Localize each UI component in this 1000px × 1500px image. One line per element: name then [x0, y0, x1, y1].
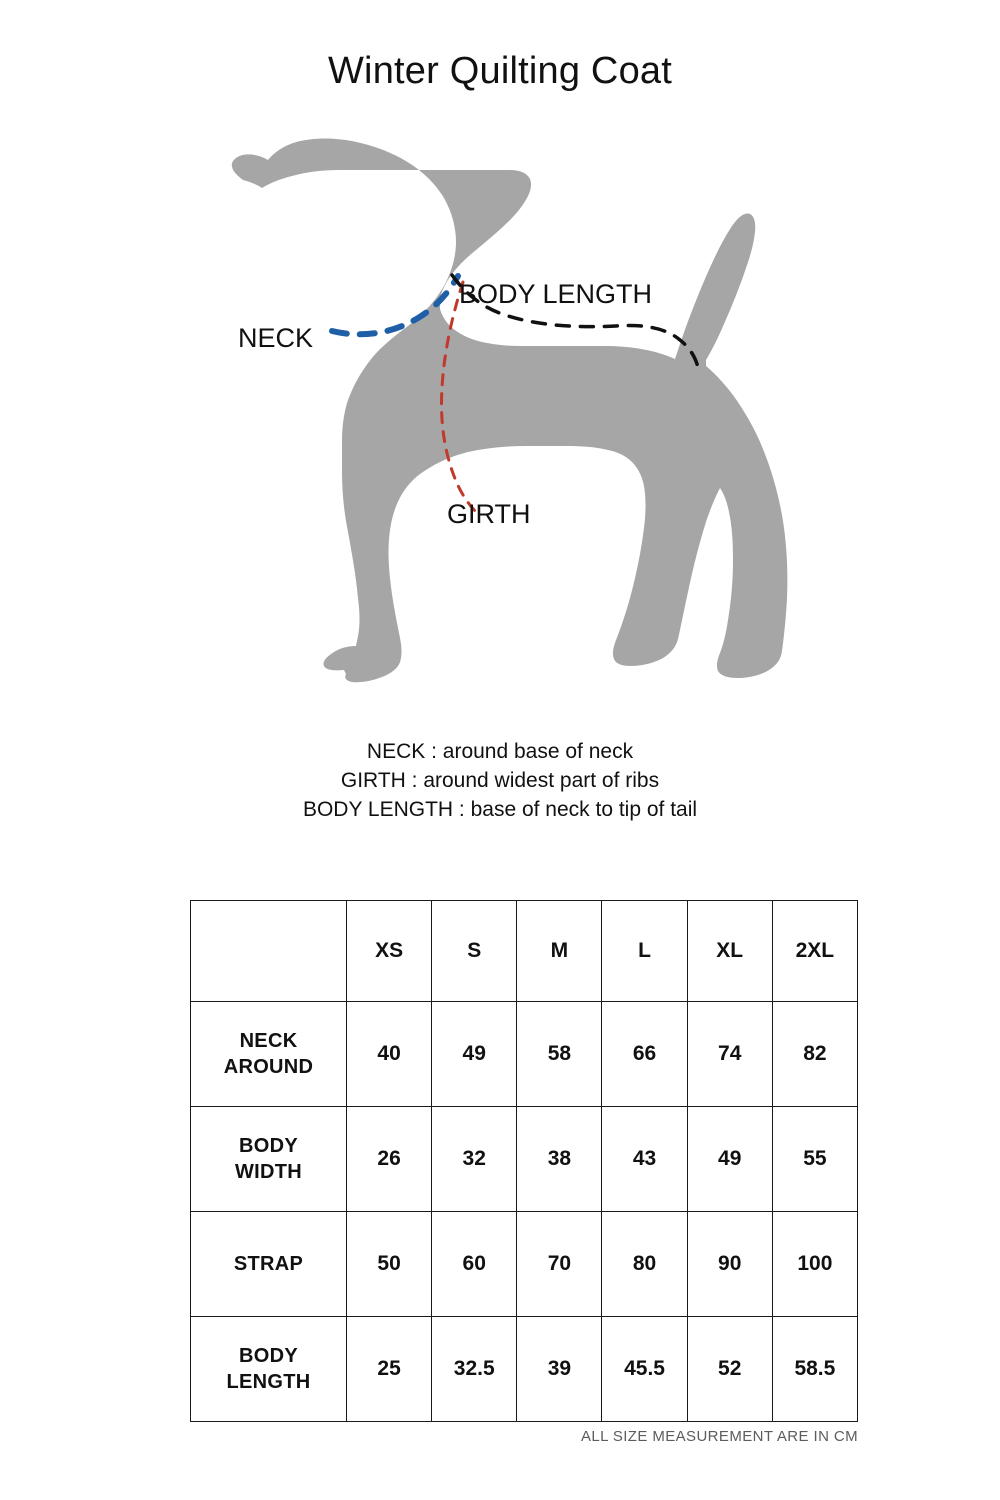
body-length-measurement-line: [450, 273, 700, 370]
size-header-s: S: [431, 900, 518, 1002]
cell-body-width-s: 32: [431, 1106, 518, 1212]
cell-strap-l: 80: [601, 1211, 688, 1317]
unit-note: ALL SIZE MEASUREMENT ARE IN CM: [580, 1428, 858, 1445]
size-chart-table-container: XS S M L XL 2XL NECK AROUND 40 49 58 66 …: [190, 900, 859, 1422]
cell-body-width-xs: 26: [345, 1106, 433, 1212]
size-header-m: M: [516, 900, 603, 1002]
cell-strap-s: 60: [431, 1211, 518, 1317]
cell-body-width-xl: 49: [686, 1106, 773, 1212]
neck-label: NECK: [238, 323, 313, 353]
table-corner-cell: [190, 900, 347, 1002]
body-length-label: BODY LENGTH: [459, 279, 652, 309]
table-row: STRAP 50 60 70 80 90 100: [190, 1211, 859, 1317]
cell-neck-around-m: 58: [516, 1001, 603, 1107]
dog-silhouette-shape: [231, 138, 788, 683]
row-label-line-2: AROUND: [223, 1056, 314, 1078]
size-header-xs: XS: [345, 900, 433, 1002]
size-header-xl: XL: [686, 900, 773, 1002]
cell-strap-xs: 50: [345, 1211, 433, 1317]
size-header-l: L: [601, 900, 688, 1002]
cell-body-width-2xl: 55: [771, 1106, 859, 1212]
row-label-line-2: LENGTH: [226, 1371, 311, 1393]
cell-body-width-l: 43: [601, 1106, 688, 1212]
cell-neck-around-xs: 40: [345, 1001, 433, 1107]
cell-body-length-l: 45.5: [601, 1316, 688, 1422]
row-label-body-width: BODY WIDTH: [190, 1106, 347, 1212]
girth-label: GIRTH: [447, 499, 531, 529]
legend-line-body-length: BODY LENGTH : base of neck to tip of tai…: [302, 798, 698, 821]
row-label-neck-around: NECK AROUND: [190, 1001, 347, 1107]
row-label-line-1: NECK: [239, 1030, 298, 1052]
row-label-line-2: WIDTH: [234, 1161, 303, 1183]
cell-strap-m: 70: [516, 1211, 603, 1317]
row-label-line-1: STRAP: [233, 1253, 304, 1275]
dog-measurement-diagram: NECK GIRTH BODY LENGTH: [0, 120, 1000, 690]
girth-measurement-line: [440, 280, 479, 515]
cell-body-width-m: 38: [516, 1106, 603, 1212]
table-row: BODY WIDTH 26 32 38 43 49 55: [190, 1106, 859, 1212]
table-header-row: XS S M L XL 2XL: [190, 900, 859, 1002]
neck-measurement-line: [329, 273, 461, 338]
cell-neck-around-s: 49: [431, 1001, 518, 1107]
cell-body-length-2xl: 58.5: [771, 1316, 859, 1422]
page-title: Winter Quilting Coat: [327, 50, 672, 92]
cell-neck-around-xl: 74: [686, 1001, 773, 1107]
cell-neck-around-l: 66: [601, 1001, 688, 1107]
cell-strap-2xl: 100: [771, 1211, 859, 1317]
row-label-strap: STRAP: [190, 1211, 347, 1317]
legend-line-neck: NECK : around base of neck: [366, 740, 634, 763]
row-label-line-1: BODY: [239, 1345, 298, 1367]
cell-body-length-m: 39: [516, 1316, 603, 1422]
cell-neck-around-2xl: 82: [771, 1001, 859, 1107]
row-label-body-length: BODY LENGTH: [190, 1316, 347, 1422]
cell-body-length-xl: 52: [686, 1316, 773, 1422]
cell-body-length-s: 32.5: [431, 1316, 518, 1422]
measurement-legend: NECK : around base of neck GIRTH : aroun…: [0, 737, 1000, 824]
table-row: NECK AROUND 40 49 58 66 74 82: [190, 1001, 859, 1107]
size-chart-table: XS S M L XL 2XL NECK AROUND 40 49 58 66 …: [190, 900, 859, 1422]
cell-strap-xl: 90: [686, 1211, 773, 1317]
table-row: BODY LENGTH 25 32.5 39 45.5 52 58.5: [190, 1316, 859, 1422]
legend-line-girth: GIRTH : around widest part of ribs: [340, 769, 660, 792]
row-label-line-1: BODY: [239, 1135, 298, 1157]
size-header-2xl: 2XL: [771, 900, 859, 1002]
cell-body-length-xs: 25: [345, 1316, 433, 1422]
